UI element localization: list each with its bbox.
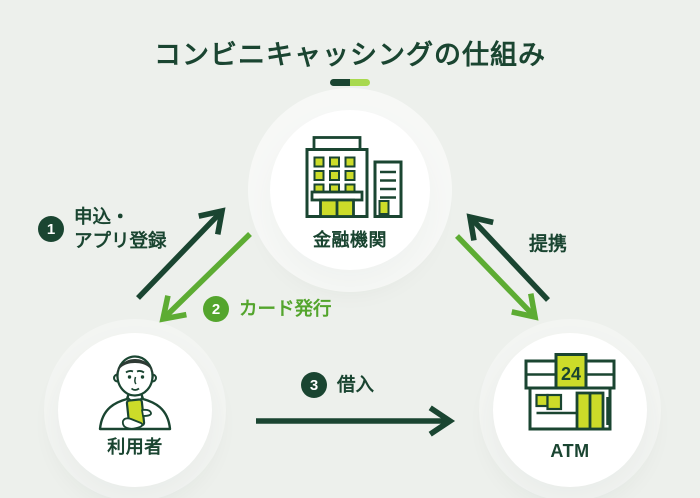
- step1-badge: 1: [38, 216, 64, 242]
- arrow-application-up: [136, 207, 226, 300]
- step1-label: 申込・ アプリ登録: [74, 205, 167, 253]
- arrow-partnership-up: [466, 213, 551, 302]
- title-divider: [330, 79, 370, 86]
- step3-borrow: 3 借入: [301, 372, 374, 398]
- step1-label-line1: 申込・: [74, 206, 130, 227]
- step1-application: 1 申込・ アプリ登録: [38, 205, 167, 253]
- arrow-partnership-down: [455, 234, 539, 321]
- bank-buildings-icon: [305, 136, 403, 218]
- atm-label: ATM: [550, 441, 590, 461]
- node-financial-institution: 金融機関: [270, 110, 430, 270]
- step2-badge: 2: [203, 296, 229, 322]
- step3-label: 借入: [337, 374, 375, 395]
- arrow-card-issue-down: [159, 232, 252, 323]
- partnership-label: 提携: [529, 234, 568, 255]
- bank-windows: [313, 156, 356, 195]
- store-24-sign: 24: [561, 364, 581, 384]
- divider-dark-segment: [330, 79, 350, 86]
- convenience-store-icon: 24: [524, 353, 616, 431]
- step2-label: カード発行: [239, 298, 332, 319]
- divider-lime-segment: [350, 79, 370, 86]
- user-label: 利用者: [107, 437, 163, 457]
- step3-badge: 3: [301, 372, 327, 398]
- step2-card-issue: 2 カード発行: [203, 296, 332, 322]
- step1-label-line2: アプリ登録: [74, 230, 167, 251]
- page-title: コンビニキャッシングの仕組み: [154, 40, 546, 70]
- person-smartphone-icon: [98, 355, 172, 431]
- bank-label: 金融機関: [313, 230, 387, 250]
- node-atm: 24 ATM: [493, 333, 647, 487]
- node-user: 利用者: [58, 333, 212, 487]
